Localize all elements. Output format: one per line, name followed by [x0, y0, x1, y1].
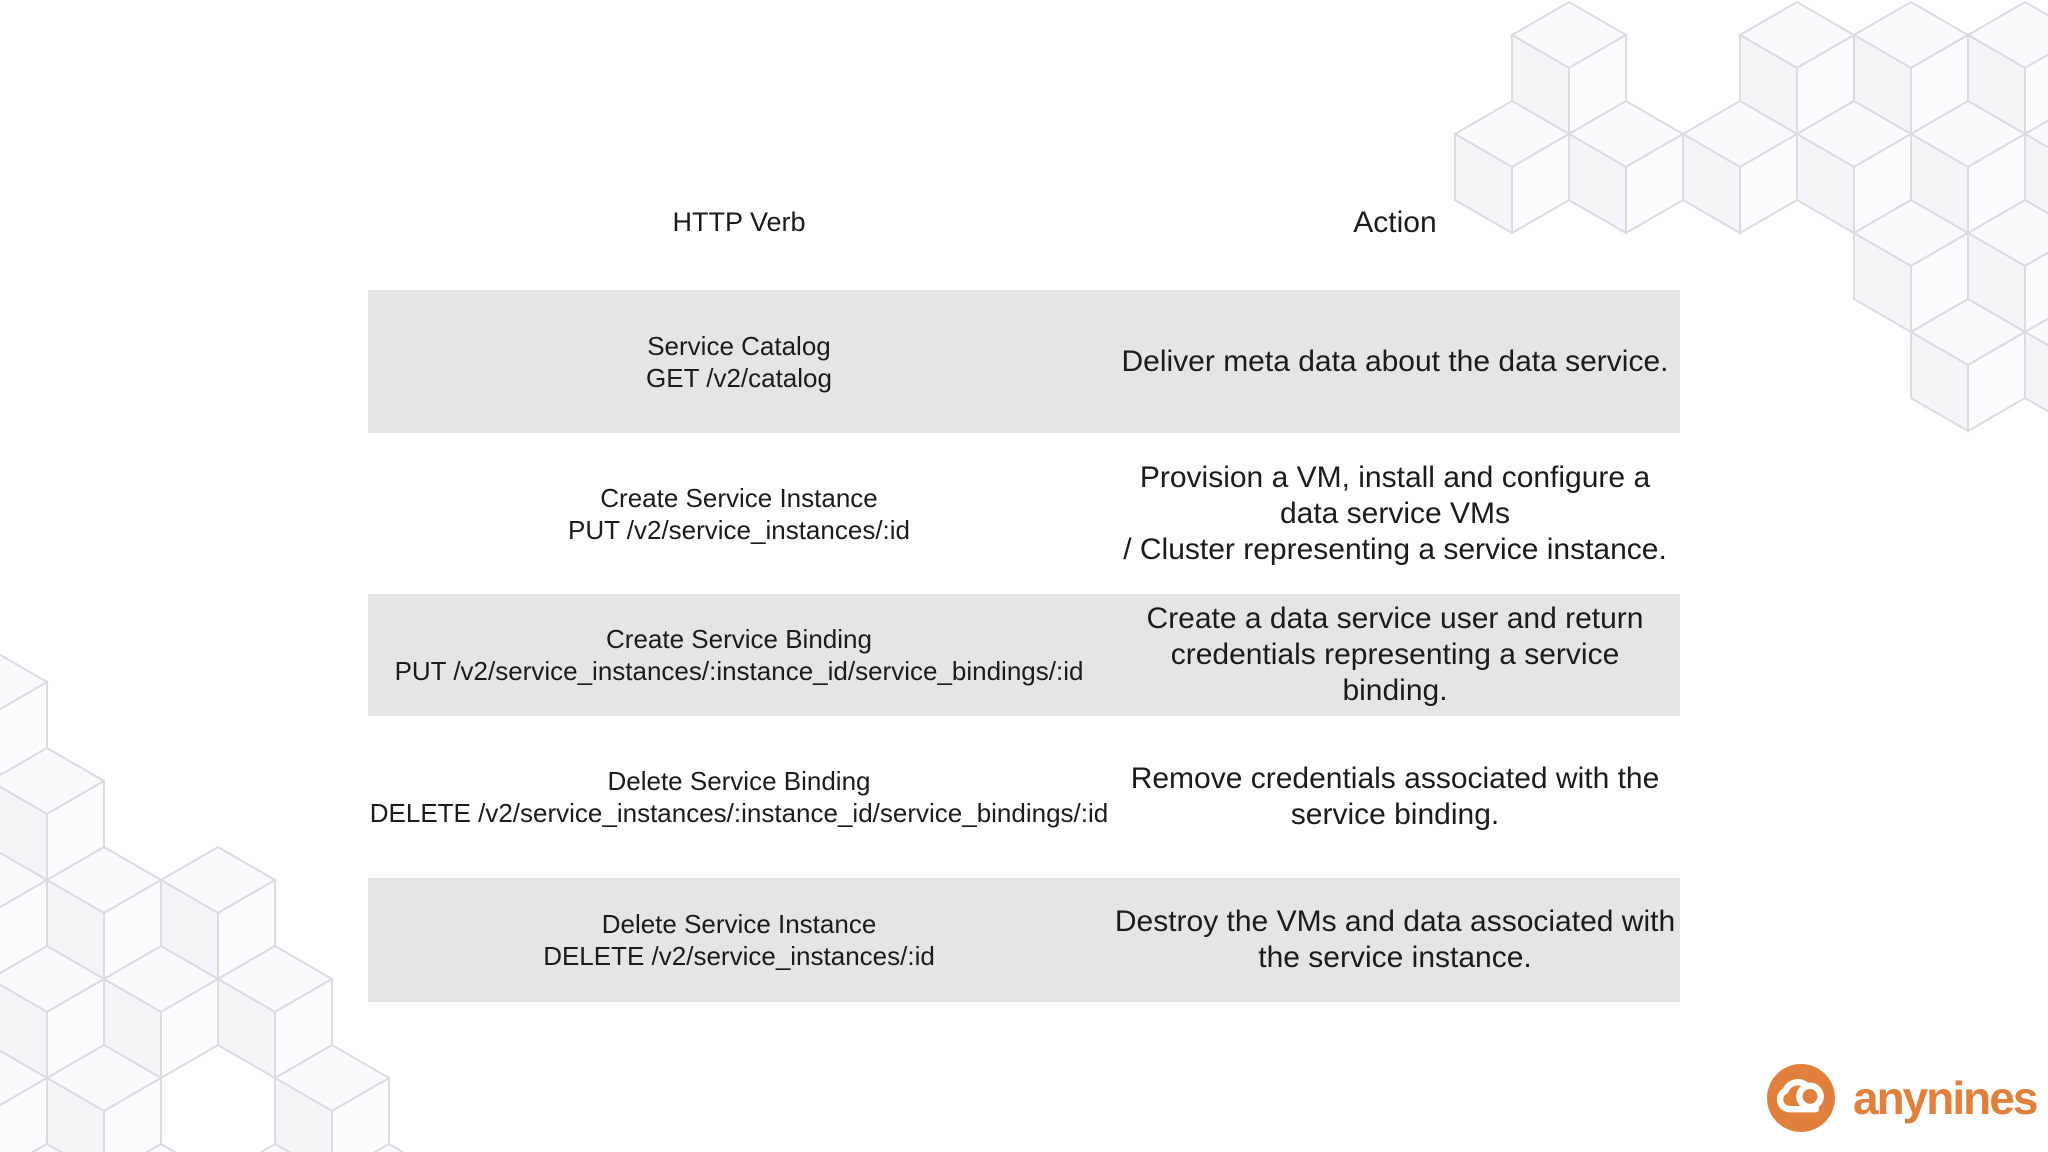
verb-line: Create Service Instance — [600, 482, 878, 513]
verb-line: DELETE /v2/service_instances/:instance_i… — [369, 798, 1109, 828]
verb-line: GET /v2/catalog — [646, 362, 832, 393]
column-header-http-verb: HTTP Verb — [672, 207, 806, 237]
action-line: Remove credentials associated with the — [1130, 762, 1660, 795]
anynines-logo: anynines — [1767, 1064, 2038, 1132]
action-line: Destroy the VMs and data associated with — [1114, 905, 1676, 938]
action-line: binding. — [1342, 674, 1448, 707]
action-line: / Cluster representing a service instanc… — [1123, 532, 1667, 566]
action-line: service binding. — [1290, 798, 1500, 831]
action-line: Deliver meta data about the data service… — [1121, 344, 1669, 378]
action-cell: Destroy the VMs and data associated with… — [1110, 878, 1680, 1002]
action-line: the service instance. — [1258, 941, 1532, 974]
verb-line: DELETE /v2/service_instances/:id — [543, 941, 935, 971]
verb-line: PUT /v2/service_instances/:id — [568, 514, 910, 545]
verb-line: Create Service Binding — [606, 624, 872, 654]
column-header-action: Action — [1353, 205, 1437, 239]
action-line: Provision a VM, install and configure a — [1139, 460, 1651, 494]
action-line: data service VMs — [1279, 496, 1511, 530]
action-line: Create a data service user and return — [1146, 602, 1644, 635]
table-header-row: HTTP Verb Action — [368, 155, 1680, 290]
cloud-icon — [1767, 1064, 1835, 1132]
verb-line: PUT /v2/service_instances/:instance_id/s… — [394, 656, 1084, 686]
action-cell: Deliver meta data about the data service… — [1110, 290, 1680, 433]
verb-line: Service Catalog — [647, 330, 831, 361]
verb-line: Delete Service Instance — [601, 909, 877, 939]
verb-line: Delete Service Binding — [607, 766, 871, 796]
action-line: credentials representing a service — [1170, 638, 1620, 671]
anynines-wordmark: anynines — [1853, 1072, 2038, 1124]
